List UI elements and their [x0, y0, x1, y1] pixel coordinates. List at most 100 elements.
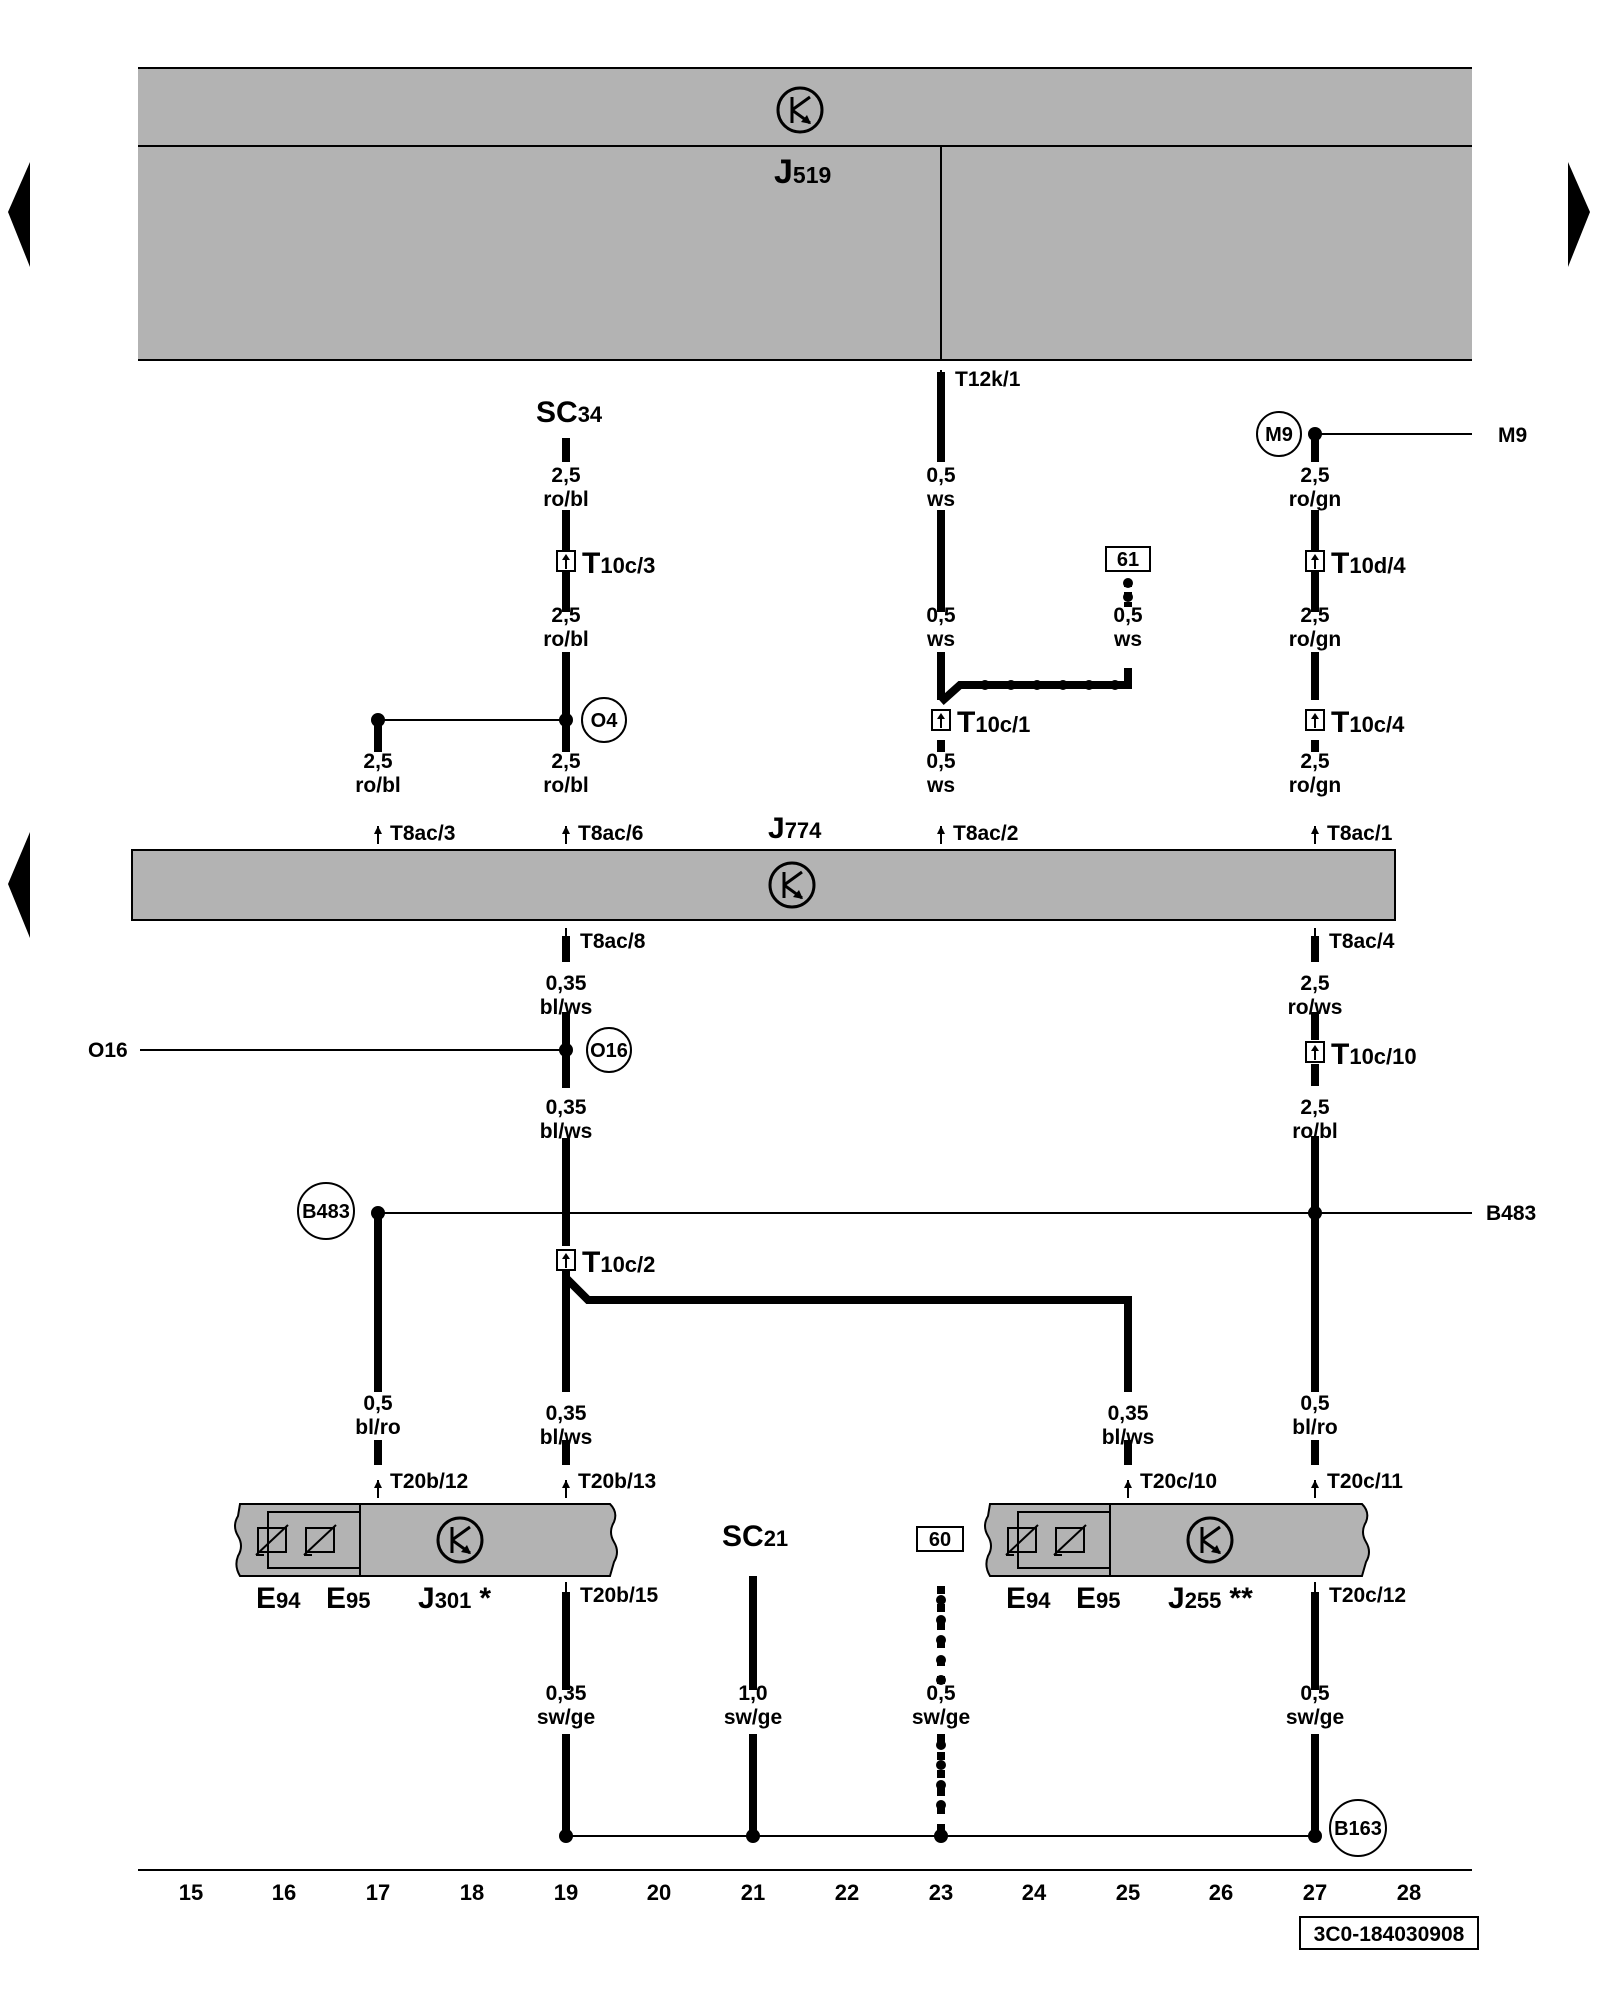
module-J301: [234, 1503, 618, 1577]
wire-color: ro/gn: [1289, 628, 1342, 651]
connector-icon: [1305, 1041, 1325, 1063]
wire-size: 2,5: [1300, 604, 1330, 627]
wire-size: 0,5: [926, 1682, 956, 1705]
column-number: 17: [366, 1880, 390, 1905]
connector-label: T10d/4: [1331, 547, 1406, 580]
component-J255-label: J255**: [1168, 1582, 1253, 1615]
component-J301-label: J301*: [418, 1582, 491, 1615]
wire-color: ws: [926, 488, 955, 511]
pin-arrow-icon: [373, 1479, 383, 1499]
wire-size: 0,35: [1108, 1402, 1149, 1425]
column-number: 24: [1022, 1880, 1047, 1905]
previous-page-arrow-icon[interactable]: [8, 162, 30, 267]
wire-color: ro/ws: [1288, 996, 1343, 1019]
connector-icon: [1305, 709, 1325, 731]
pin-arrow-icon: [561, 825, 571, 845]
wire-size: 2,5: [551, 750, 581, 773]
wire-size: 2,5: [1300, 1096, 1330, 1119]
pin-label: T8ac/2: [953, 822, 1018, 845]
circle-ref-label: O16: [590, 1040, 628, 1062]
wire-size: 1,0: [738, 1682, 767, 1705]
wire-size: 2,5: [1300, 972, 1330, 995]
column-number: 20: [647, 1880, 671, 1905]
wire-color: ws: [926, 774, 955, 797]
pin-label: T8ac/6: [578, 822, 643, 845]
side-ref-label: M9: [1498, 424, 1527, 447]
column-number: 15: [179, 1880, 203, 1905]
pin-label: T8ac/4: [1329, 930, 1395, 953]
wire-color: ro/bl: [543, 628, 589, 651]
diagram-id: 3C0-184030908: [1314, 1923, 1465, 1946]
wire-color: sw/ge: [537, 1706, 595, 1729]
wire-size: 0,5: [363, 1392, 393, 1415]
pin-arrow-icon: [1310, 825, 1320, 845]
wire-size: 2,5: [1300, 464, 1330, 487]
dot-junctions-lower: [371, 1043, 1322, 1843]
wire-color: ro/gn: [1289, 488, 1342, 511]
connector-icon: [1305, 550, 1325, 572]
column-number: 22: [835, 1880, 859, 1905]
component-E95-label: E95: [326, 1582, 371, 1615]
column-number: 27: [1303, 1880, 1327, 1905]
column-number: 25: [1116, 1880, 1140, 1905]
column-number: 23: [929, 1880, 953, 1905]
pin-label: T20c/12: [1329, 1584, 1406, 1607]
wire-size: 0,5: [926, 464, 956, 487]
previous-page-arrow-icon[interactable]: [8, 832, 30, 938]
wire-labels: 2,5 ro/bl 2,5 ro/bl 2,5 ro/bl 2,5 ro/bl …: [355, 464, 1344, 1729]
connector-label: T10c/1: [957, 706, 1030, 739]
pin-label: T20b/13: [578, 1470, 656, 1493]
component-SC21-label: SC21: [722, 1520, 788, 1553]
component-E94-label: E94: [1006, 1582, 1051, 1615]
dot-junctions: [371, 427, 1322, 727]
pin-labels: T12k/1 T8ac/3 T8ac/6 T8ac/2 T8ac/1 T8ac/…: [373, 368, 1406, 1607]
wire-color: ro/bl: [543, 488, 589, 511]
wire-color: sw/ge: [912, 1706, 970, 1729]
box-references: 61 60: [916, 546, 1151, 1552]
wire-size: 2,5: [1300, 750, 1330, 773]
side-ref-label: B483: [1486, 1202, 1536, 1225]
next-page-arrow-icon[interactable]: [1568, 162, 1590, 267]
wire-size: 0,5: [1300, 1682, 1330, 1705]
wires-lower: [140, 936, 1472, 1837]
connector-label: T10c/10: [1331, 1038, 1417, 1071]
wire-color: bl/ws: [1102, 1426, 1155, 1449]
pin-label: T12k/1: [955, 368, 1021, 391]
wire-size: 0,5: [1300, 1392, 1330, 1415]
column-number: 26: [1209, 1880, 1233, 1905]
pin-arrow-icon: [936, 825, 946, 845]
connector-label: T10c/2: [582, 1246, 655, 1279]
pin-arrow-icon: [373, 825, 383, 845]
wire-size: 0,5: [926, 604, 956, 627]
component-labels: SC34 SC21 E94 E95 J301* E94 E95 J255**: [256, 396, 1253, 1615]
diagram-id-box: 3C0-184030908: [1299, 1916, 1479, 1950]
wire-color: ws: [926, 628, 955, 651]
circle-ref-label: O4: [591, 710, 619, 732]
wire-size: 0,5: [1113, 604, 1143, 627]
box-ref-label: 61: [1117, 549, 1139, 571]
wire-size: 0,35: [546, 1682, 587, 1705]
pin-label: T8ac/3: [390, 822, 455, 845]
column-number: 18: [460, 1880, 484, 1905]
circle-ref-label: B163: [1334, 1818, 1382, 1840]
component-E95-label: E95: [1076, 1582, 1121, 1615]
optional-wire-markers: [980, 578, 1133, 690]
circle-ref-label: B483: [302, 1201, 350, 1223]
wire-color: ro/bl: [543, 774, 589, 797]
wire-size: 2,5: [551, 604, 581, 627]
component-E94-label: E94: [256, 1582, 301, 1615]
wire-size: 2,5: [363, 750, 393, 773]
module-J774: J774: [131, 812, 1396, 921]
wire-color: ro/bl: [355, 774, 401, 797]
component-SC34-label: SC34: [536, 396, 603, 429]
pin-label: T8ac/1: [1327, 822, 1393, 845]
wire-color: bl/ws: [540, 1120, 593, 1143]
wire-color: sw/ge: [1286, 1706, 1344, 1729]
pin-arrow-icon: [561, 1479, 571, 1499]
wire-color: bl/ro: [355, 1416, 401, 1439]
inline-connectors: T10c/3 T10d/4 T10c/1 T10c/4 T10c/10 T10c…: [556, 547, 1417, 1279]
pin-label: T20c/10: [1140, 1470, 1217, 1493]
pin-arrow-icon: [1310, 1479, 1320, 1499]
pin-label: T20b/12: [390, 1470, 468, 1493]
side-references: M9 O16 B483: [88, 424, 1536, 1225]
